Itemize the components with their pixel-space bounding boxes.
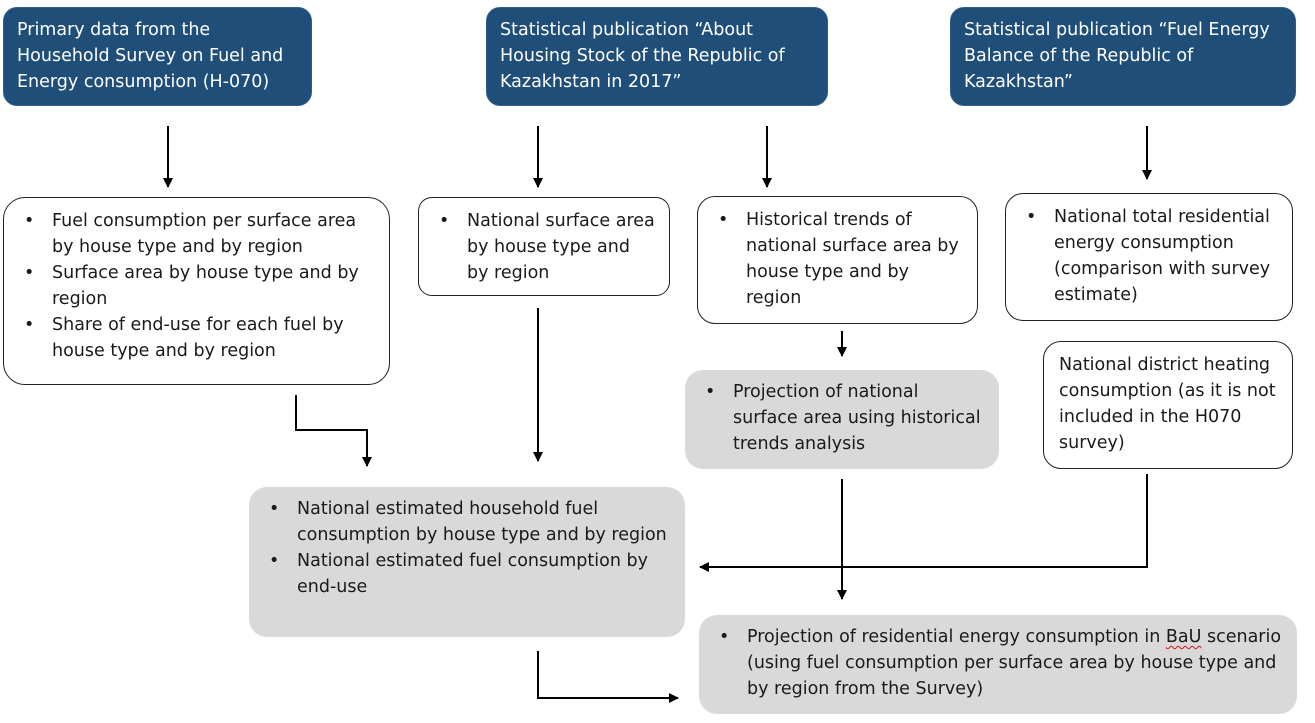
source-fuel-energy-balance-text: Statistical publication “Fuel Energy Bal… bbox=[964, 20, 1270, 92]
list-item: National total residential energy consum… bbox=[1022, 204, 1278, 308]
list-item: Fuel consumption per surface area by hou… bbox=[20, 208, 375, 260]
national-surface-area-list: National surface area by house type and … bbox=[435, 208, 655, 286]
historical-trends-list: Historical trends of national surface ar… bbox=[714, 207, 963, 311]
list-item: National surface area by house type and … bbox=[435, 208, 655, 286]
national-total-consumption-list: National total residential energy consum… bbox=[1022, 204, 1278, 308]
survey-derived-list: Fuel consumption per surface area by hou… bbox=[20, 208, 375, 364]
projection-surface-area-box: Projection of national surface area usin… bbox=[685, 370, 999, 469]
source-household-survey: Primary data from the Household Survey o… bbox=[3, 7, 312, 106]
source-housing-stock-publication: Statistical publication “About Housing S… bbox=[486, 7, 828, 106]
national-estimated-list: National estimated household fuel consum… bbox=[265, 496, 671, 600]
district-heating-text: National district heating consumption (a… bbox=[1059, 355, 1276, 453]
residential-projection-text-end: scenario (using fuel consumption per sur… bbox=[747, 627, 1282, 699]
source-fuel-energy-balance-publication: Statistical publication “Fuel Energy Bal… bbox=[950, 7, 1296, 106]
residential-projection-list: Projection of residential energy consump… bbox=[715, 624, 1283, 702]
list-item: Projection of national surface area usin… bbox=[701, 379, 985, 457]
list-item: Share of end-use for each fuel by house … bbox=[20, 312, 375, 364]
list-item: Historical trends of national surface ar… bbox=[714, 207, 963, 311]
historical-trends-box: Historical trends of national surface ar… bbox=[697, 196, 978, 324]
residential-projection-box: Projection of residential energy consump… bbox=[699, 615, 1297, 714]
arrow-district-to-estimated bbox=[699, 474, 1148, 572]
survey-derived-data-box: Fuel consumption per surface area by hou… bbox=[3, 197, 390, 385]
arrow-estimated-to-residential bbox=[537, 651, 679, 703]
residential-projection-text-start: Projection of residential energy consump… bbox=[747, 627, 1166, 647]
list-item: National estimated fuel consumption by e… bbox=[265, 548, 671, 600]
national-surface-area-box: National surface area by house type and … bbox=[418, 197, 670, 296]
list-item: Surface area by house type and by region bbox=[20, 260, 375, 312]
national-estimated-consumption-box: National estimated household fuel consum… bbox=[249, 487, 685, 637]
source-household-survey-text: Primary data from the Household Survey o… bbox=[17, 20, 284, 92]
list-item: Projection of residential energy consump… bbox=[715, 624, 1283, 702]
bau-term: BaU bbox=[1165, 627, 1202, 647]
district-heating-box: National district heating consumption (a… bbox=[1043, 341, 1293, 469]
arrow-fuel-box-to-estimated bbox=[295, 395, 372, 467]
source-housing-stock-text: Statistical publication “About Housing S… bbox=[500, 20, 785, 92]
projection-surface-area-list: Projection of national surface area usin… bbox=[701, 379, 985, 457]
national-total-consumption-box: National total residential energy consum… bbox=[1005, 193, 1293, 321]
list-item: National estimated household fuel consum… bbox=[265, 496, 671, 548]
